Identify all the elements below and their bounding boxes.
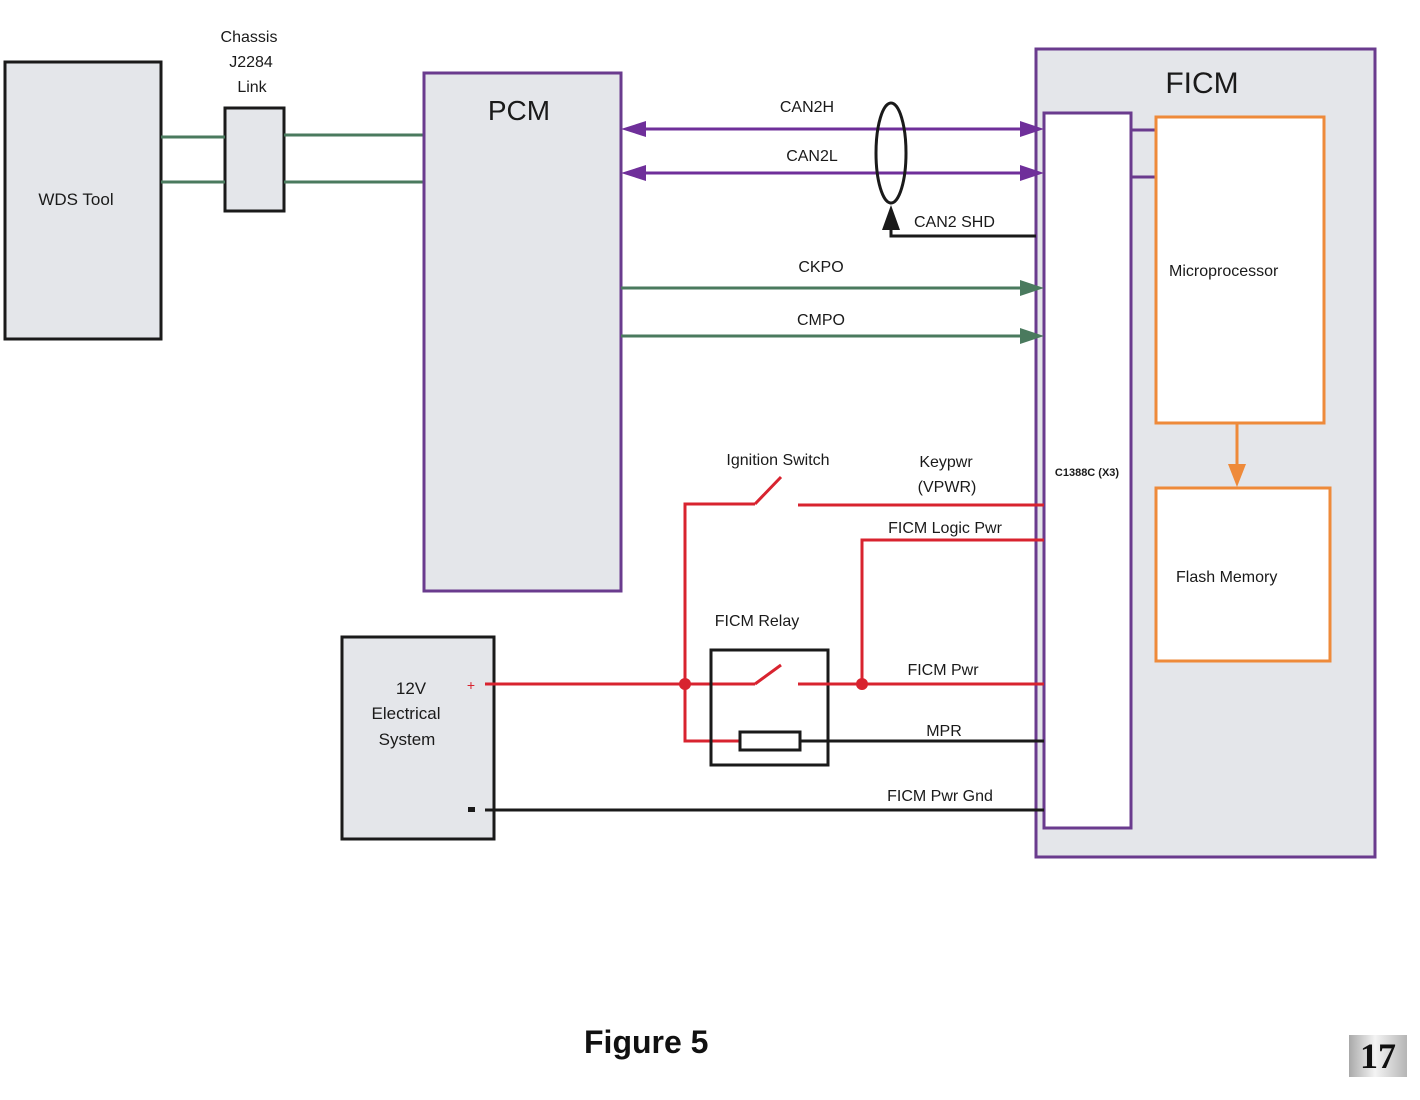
cmpo-arrow (1020, 328, 1044, 344)
flash-memory-label: Flash Memory (1176, 569, 1277, 586)
microprocessor-block: Microprocessor (1154, 115, 1326, 425)
power-circuit: 12V Electrical System + Ignition Switch … (340, 452, 1044, 841)
chassis-link-block: Chassis J2284 Link (221, 29, 286, 213)
ficm-logic-pwr-label: FICM Logic Pwr (888, 520, 1002, 537)
wds-tool-block: WDS Tool (3, 60, 163, 341)
can2h-arrow-right (1020, 121, 1044, 137)
ficm-pwr-label: FICM Pwr (907, 662, 979, 679)
chassis-link-label-3: Link (237, 79, 267, 96)
minus-terminal-icon (468, 807, 475, 812)
can2l-arrow-right (1020, 165, 1044, 181)
power-supply-label-1: 12V (396, 679, 427, 698)
can2h-arrow-left (621, 121, 646, 137)
relay-coil-icon (738, 730, 802, 752)
crank-cam-signals: CKPO CMPO (621, 259, 1044, 344)
ignition-feed-wire (683, 502, 755, 684)
pcm-block: PCM (422, 71, 623, 593)
plus-terminal: + (467, 677, 475, 693)
connector-c1388c: C1388C (X3) (1042, 111, 1133, 830)
ficm-relay-label: FICM Relay (715, 613, 799, 630)
can2l-arrow-left (621, 165, 646, 181)
relay-contact-icon (754, 663, 782, 686)
keypwr-label-1: Keypwr (919, 454, 973, 471)
diagnostic-wires (161, 133, 424, 184)
can-bus: CAN2H CAN2L CAN2 SHD (621, 99, 1044, 238)
connector-label: C1388C (X3) (1055, 467, 1120, 479)
can2h-label: CAN2H (780, 99, 834, 116)
figure-caption: Figure 5 (584, 1024, 709, 1060)
power-supply-block (340, 635, 496, 841)
chassis-link-label-1: Chassis (221, 29, 278, 46)
page-number: 17 (1349, 1035, 1407, 1077)
relay-coil-feed-wire (683, 684, 740, 743)
power-supply-label-3: System (379, 730, 436, 749)
can2-shd-arrow (882, 205, 900, 230)
chassis-link-label-2: J2284 (229, 54, 273, 71)
ficm-pwr-gnd-label: FICM Pwr Gnd (887, 788, 993, 805)
flash-memory-block: Flash Memory (1154, 486, 1332, 663)
ficm-relay-block (709, 648, 830, 767)
internal-can-links (1131, 128, 1156, 179)
ignition-switch-label: Ignition Switch (726, 452, 829, 469)
mpr-label: MPR (926, 723, 962, 740)
power-supply-label-2: Electrical (372, 704, 441, 723)
ficm-logic-pwr-wire (860, 538, 1044, 684)
wds-tool-label: WDS Tool (38, 190, 113, 209)
can-shield-icon (874, 101, 908, 205)
keypwr-label-2: (VPWR) (918, 479, 977, 496)
cmpo-label: CMPO (797, 312, 845, 329)
ckpo-label: CKPO (798, 259, 843, 276)
micro-to-flash-arrow (1228, 423, 1246, 487)
microprocessor-label: Microprocessor (1169, 263, 1279, 280)
ficm-label: FICM (1165, 67, 1238, 100)
ckpo-arrow (1020, 280, 1044, 296)
pcm-label: PCM (488, 95, 550, 126)
can2-shd-label: CAN2 SHD (914, 214, 995, 231)
can2l-label: CAN2L (786, 148, 838, 165)
ignition-switch-icon (753, 475, 783, 506)
